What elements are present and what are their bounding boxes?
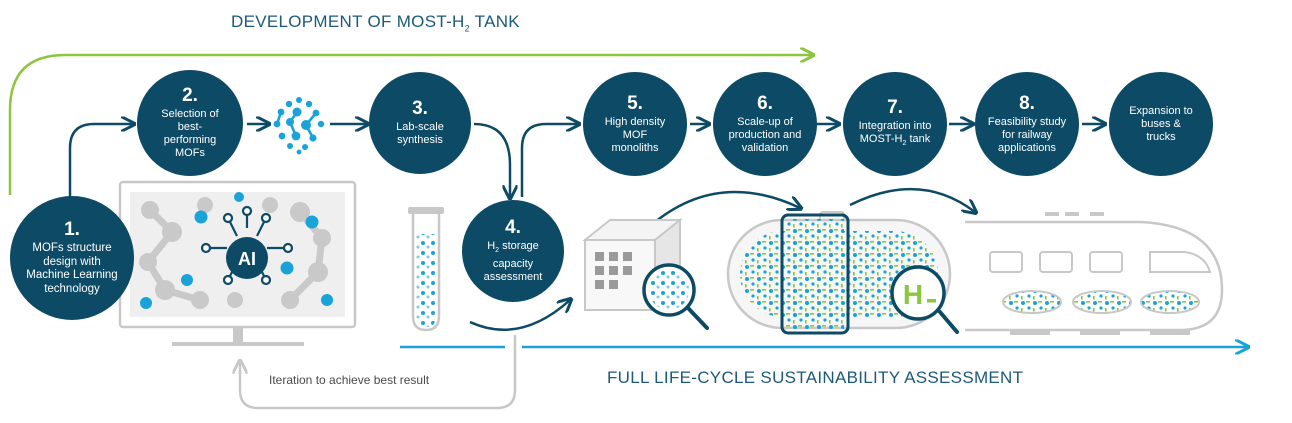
monolith-block-illustration: [582, 217, 683, 313]
step-6-circle: 6. Scale-up of production and validation: [713, 72, 817, 176]
step-4-number: 4.: [505, 217, 521, 239]
step-7-label: Integration into MOST-H2 tank: [858, 119, 932, 148]
lifecycle-title: FULL LIFE-CYCLE SUSTAINABILITY ASSESSMEN…: [607, 368, 1024, 387]
h2-badge-label: H: [903, 279, 923, 310]
step-5-number: 5.: [627, 92, 643, 114]
step-1-number: 1.: [64, 219, 80, 240]
step-6-number: 6.: [757, 92, 773, 114]
step-5-circle: 5. High density MOF monoliths: [583, 72, 687, 176]
step-6-label: Scale-up of production and validation: [728, 115, 802, 154]
ai-monitor-illustration: AI: [118, 180, 357, 346]
step-9-label: Expansion to buses & trucks: [1129, 104, 1193, 143]
arrow-4-5: [520, 124, 578, 197]
h2-magnifier-icon: H: [890, 265, 959, 334]
step-4-label: H2 storage capacity assessment: [483, 240, 543, 283]
step-8-number: 8.: [1019, 92, 1035, 114]
development-title: DEVELOPMENT OF MOST-H2 TANK: [231, 12, 520, 34]
step-2-circle: 2. Selection of best-performing MOFs: [137, 70, 243, 176]
step-3-number: 3.: [412, 98, 428, 119]
step-3-circle: 3. Lab-scale synthesis: [369, 72, 471, 174]
mof-sphere-icon: [273, 97, 325, 155]
step-8-circle: 8. Feasibility study for railway applica…: [975, 72, 1079, 176]
arrow-tank-train: [849, 187, 975, 212]
arrow-box-tank: [654, 190, 800, 223]
step-5-label: High density MOF monoliths: [604, 115, 666, 154]
ai-badge-label: AI: [238, 249, 256, 269]
arrow-4-box: [469, 300, 570, 331]
step-7-circle: 7. Integration into MOST-H2 tank: [843, 72, 947, 176]
step-7-number: 7.: [887, 96, 903, 118]
train-illustration: [965, 212, 1224, 335]
step-3-label: Lab-scale synthesis: [396, 121, 444, 146]
step-1-label: MOFs structure design with Machine Learn…: [26, 242, 118, 295]
iteration-loop-arrow: [240, 335, 517, 410]
arrow-3-4: [473, 122, 510, 197]
magnifier-icon: [642, 263, 709, 330]
step-1-circle: 1. MOFs structure design with Machine Le…: [10, 196, 134, 320]
step-8-label: Feasibility study for railway applicatio…: [987, 115, 1067, 154]
step-2-number: 2.: [182, 85, 198, 106]
step-9-circle: Expansion to buses & trucks: [1109, 72, 1213, 176]
ai-badge-circle: [226, 237, 268, 279]
development-arrow: [8, 55, 812, 195]
arrow-1-2: [68, 124, 133, 200]
test-tube-illustration: [408, 207, 444, 332]
step-4-circle: 4. H2 storage capacity assessment: [462, 200, 564, 302]
step-2-label: Selection of best-performing MOFs: [161, 108, 219, 159]
iteration-label: Iteration to achieve best result: [269, 373, 430, 387]
